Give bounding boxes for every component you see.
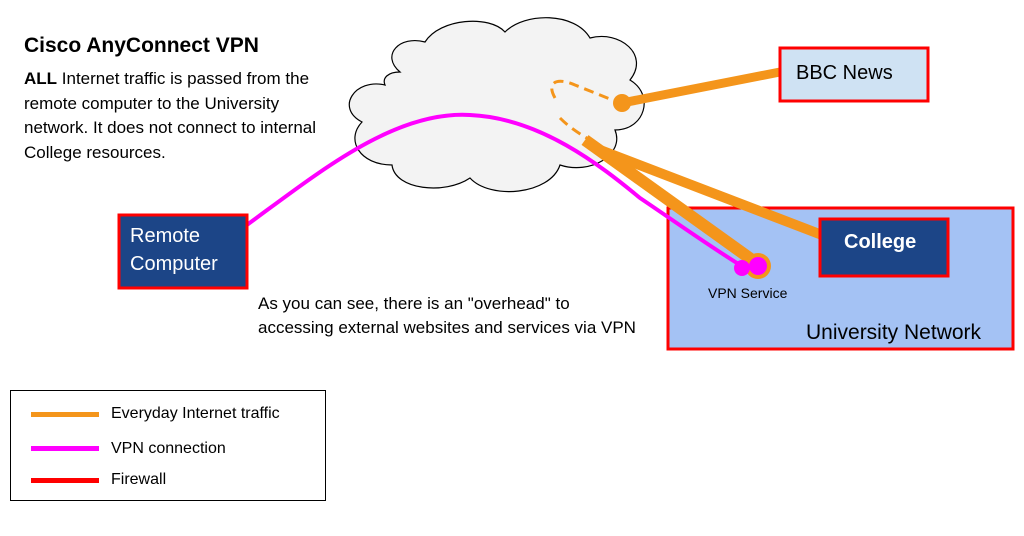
internet-line-bbc xyxy=(621,67,781,108)
legend-label-internet: Everyday Internet traffic xyxy=(111,405,280,422)
legend-label-vpn: VPN connection xyxy=(111,440,226,457)
vpn-service-dot-a xyxy=(734,260,750,276)
legend-swatch-firewall xyxy=(31,478,99,483)
internet-route-dashed xyxy=(550,79,621,142)
legend-swatch-vpn xyxy=(31,446,99,451)
vpn-connection-line xyxy=(231,112,747,270)
internet-line-college xyxy=(593,143,824,240)
college-box xyxy=(818,217,950,278)
university-network-label: University Network xyxy=(806,321,982,344)
overhead-note: As you can see, there is an "overhead" t… xyxy=(258,294,636,337)
vpn-service-dot-b xyxy=(749,257,767,275)
legend-swatch-internet xyxy=(31,412,99,417)
remote-computer-box xyxy=(117,213,249,290)
page-title: Cisco AnyConnect VPN xyxy=(24,34,259,57)
vpn-service-label: VPN Service xyxy=(708,285,788,301)
internet-line-vpn-a xyxy=(581,135,759,267)
description: ALL Internet traffic is passed from the … xyxy=(24,67,344,165)
legend-label-firewall: Firewall xyxy=(111,471,167,488)
description-text: Internet traffic is passed from the remo… xyxy=(24,69,317,162)
legend: Everyday Internet traffic VPN connection… xyxy=(10,390,326,501)
bbc-news-label: BBC News xyxy=(796,62,893,84)
description-bold: ALL xyxy=(24,69,58,88)
remote-computer-label: Remote Computer xyxy=(130,225,218,275)
bbc-news-box xyxy=(778,46,930,103)
cloud-exit-dot xyxy=(613,94,631,112)
college-label: College xyxy=(844,231,917,253)
